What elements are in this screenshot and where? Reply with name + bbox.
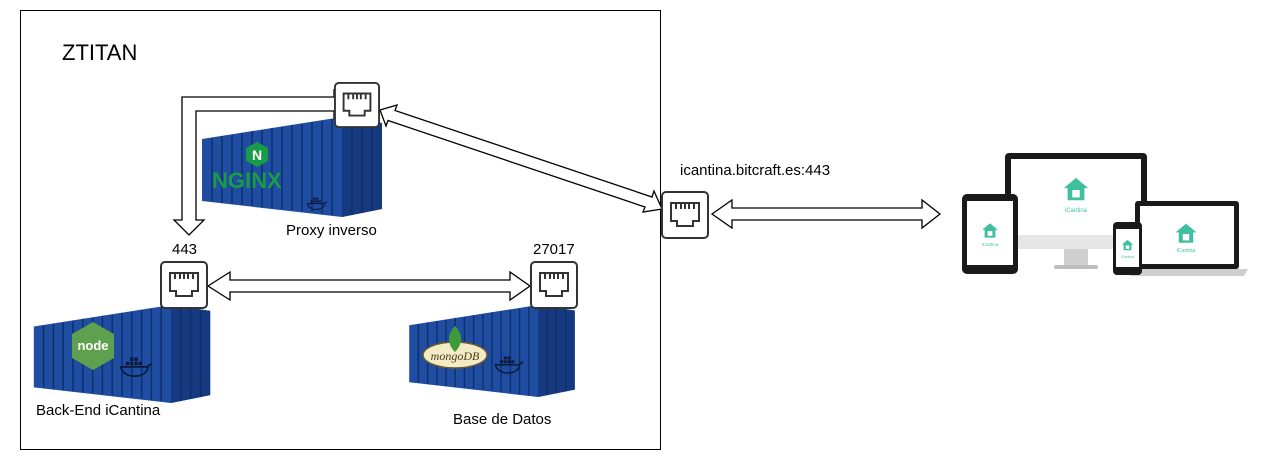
database-ethernet-port-icon [530, 261, 578, 309]
svg-text:iCantina: iCantina [982, 242, 999, 247]
gateway-label: icantina.bitcraft.es:443 [680, 162, 831, 179]
gateway-ethernet-port-icon [661, 191, 709, 239]
mongodb-logo-icon: mongoDB [422, 326, 488, 369]
svg-text:mongoDB: mongoDB [431, 349, 480, 363]
node-logo-icon: node [72, 322, 114, 370]
database-port-label: 27017 [533, 241, 575, 258]
svg-text:NGINX: NGINX [212, 168, 282, 193]
proxy-ethernet-port-icon [334, 81, 380, 129]
arrow-backend-database [206, 270, 532, 302]
proxy-label: Proxy inverso [286, 222, 377, 239]
arrow-gateway-devices [710, 198, 942, 230]
arrow-proxy-gateway [379, 104, 663, 213]
svg-text:iCantina: iCantina [1177, 248, 1196, 254]
backend-container: node [33, 305, 211, 403]
monitor-device: iCantina [1005, 153, 1147, 269]
database-label: Base de Datos [453, 411, 552, 428]
backend-port-label: 443 [172, 241, 198, 258]
nginx-logo-icon: N NGINX [212, 142, 282, 193]
svg-text:iCantina: iCantina [1121, 255, 1134, 259]
svg-text:node: node [77, 338, 108, 353]
svg-text:N: N [252, 147, 262, 163]
server-name: ZTITAN [62, 40, 138, 65]
backend-ethernet-port-icon [160, 261, 208, 309]
devices-illustration: iCantina iCantina iCantina iCantina [962, 153, 1248, 276]
tablet-device: iCantina [962, 194, 1018, 274]
svg-text:iCantina: iCantina [1065, 208, 1088, 214]
phone-device: iCantina [1113, 222, 1142, 275]
backend-label: Back-End iCantina [36, 402, 161, 419]
laptop-device: iCantina [1126, 201, 1248, 276]
server-frame [20, 10, 661, 450]
proxy-container: N NGINX [202, 117, 382, 217]
database-container: mongoDB [408, 305, 576, 397]
